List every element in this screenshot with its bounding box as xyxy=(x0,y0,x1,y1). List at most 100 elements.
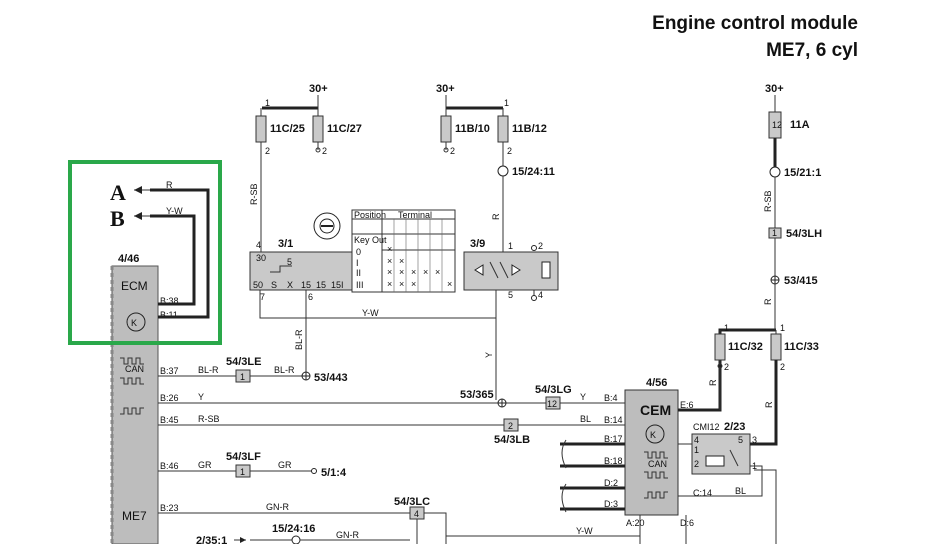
connector-54-3lf xyxy=(235,464,251,478)
svg-text:12: 12 xyxy=(772,120,782,130)
svg-text:×: × xyxy=(447,279,452,289)
svg-text:I: I xyxy=(356,258,359,268)
svg-text:1: 1 xyxy=(265,98,270,108)
svg-text:2: 2 xyxy=(265,146,270,156)
fuse-11c33 xyxy=(770,333,782,361)
svg-text:CAN: CAN xyxy=(125,364,144,374)
ecm-bottom-label: ME7 xyxy=(122,509,147,523)
ecm-pin-b38: B:38 xyxy=(160,296,179,306)
svg-text:Y: Y xyxy=(484,352,494,358)
ecm-module: 4/46 ECM ME7 K CAN B:38 B:11 B:37 B:26 B… xyxy=(110,253,179,544)
wire-label-yw: Y-W xyxy=(166,206,183,216)
svg-text:×: × xyxy=(387,267,392,277)
svg-text:2: 2 xyxy=(508,421,513,431)
ecm-id: 4/46 xyxy=(118,253,139,265)
title-line1: Engine control module xyxy=(652,13,858,34)
svg-text:1: 1 xyxy=(724,323,729,333)
svg-text:×: × xyxy=(399,279,404,289)
fuse-11b10 xyxy=(440,115,452,143)
svg-text:2/35:1: 2/35:1 xyxy=(196,535,227,544)
svg-text:R: R xyxy=(491,213,501,220)
svg-text:III: III xyxy=(356,280,364,290)
fuse-11c32 xyxy=(714,333,726,361)
svg-text:2/23: 2/23 xyxy=(724,421,745,433)
svg-text:R-SB: R-SB xyxy=(198,414,220,424)
svg-text:A:20: A:20 xyxy=(626,518,645,528)
svg-text:30: 30 xyxy=(256,253,266,263)
svg-text:7: 7 xyxy=(260,292,265,302)
connector-54-3lg xyxy=(545,396,561,410)
svg-text:×: × xyxy=(411,279,416,289)
fuse-11c25 xyxy=(255,115,267,143)
svg-text:BL-R: BL-R xyxy=(294,329,304,350)
svg-text:4: 4 xyxy=(256,240,261,250)
svg-text:R-SB: R-SB xyxy=(249,183,259,205)
svg-text:Y: Y xyxy=(580,392,586,402)
svg-text:5: 5 xyxy=(738,435,743,445)
svg-text:11C/33: 11C/33 xyxy=(784,341,819,353)
svg-text:11B/10: 11B/10 xyxy=(455,123,490,135)
svg-text:R-SB: R-SB xyxy=(763,190,773,212)
relay-3-9: 3/9 1 2 5 4 xyxy=(463,238,559,300)
svg-text:1: 1 xyxy=(780,323,785,333)
svg-text:3: 3 xyxy=(752,435,757,445)
svg-text:53/415: 53/415 xyxy=(784,275,818,287)
svg-text:54/3LH: 54/3LH xyxy=(786,228,822,240)
svg-text:R: R xyxy=(708,379,718,386)
highlight-box xyxy=(68,160,222,345)
svg-text:GR: GR xyxy=(278,460,292,470)
svg-text:54/3LF: 54/3LF xyxy=(226,451,261,463)
svg-text:GN-R: GN-R xyxy=(336,530,359,540)
svg-text:1: 1 xyxy=(504,98,509,108)
svg-text:2: 2 xyxy=(724,362,729,372)
svg-text:53/443: 53/443 xyxy=(314,372,348,384)
wire-yw-to-b xyxy=(150,214,196,306)
svg-text:5/1:4: 5/1:4 xyxy=(321,467,347,479)
ecm-pin-b11: B:11 xyxy=(160,310,178,320)
svg-text:15/24:11: 15/24:11 xyxy=(512,166,555,178)
svg-text:S: S xyxy=(271,280,277,290)
svg-text:Terminal: Terminal xyxy=(398,210,432,220)
svg-text:54/3LC: 54/3LC xyxy=(394,496,430,508)
svg-text:2: 2 xyxy=(322,146,327,156)
supply-right: 30+ xyxy=(765,83,784,95)
svg-text:Y-W: Y-W xyxy=(362,308,379,318)
connector-54-3le xyxy=(235,369,251,383)
svg-text:D:3: D:3 xyxy=(604,499,618,509)
svg-text:B:18: B:18 xyxy=(604,456,623,466)
svg-text:×: × xyxy=(387,244,392,254)
svg-text:15: 15 xyxy=(316,280,326,290)
svg-text:1: 1 xyxy=(508,241,513,251)
svg-text:2: 2 xyxy=(780,362,785,372)
svg-text:Y-W: Y-W xyxy=(576,526,593,536)
svg-text:II: II xyxy=(356,268,361,278)
supply-left: 30+ xyxy=(309,83,328,95)
fuse-11b12 xyxy=(497,115,509,143)
svg-text:×: × xyxy=(399,267,404,277)
callout-b: B xyxy=(110,206,150,231)
svg-text:0: 0 xyxy=(356,247,361,257)
ecm-name: ECM xyxy=(121,279,148,293)
svg-text:2: 2 xyxy=(694,459,699,469)
svg-text:×: × xyxy=(435,267,440,277)
svg-text:4: 4 xyxy=(414,509,419,519)
svg-text:11A: 11A xyxy=(790,119,810,131)
svg-text:R: R xyxy=(764,401,774,408)
ecm-k-symbol xyxy=(126,312,146,332)
svg-text:2: 2 xyxy=(450,146,455,156)
svg-text:15I: 15I xyxy=(331,280,344,290)
svg-text:50: 50 xyxy=(253,280,263,290)
svg-text:GR: GR xyxy=(198,460,212,470)
svg-text:15: 15 xyxy=(301,280,311,290)
svg-text:CAN: CAN xyxy=(648,459,667,469)
svg-text:Position: Position xyxy=(354,210,386,220)
svg-text:Key Out: Key Out xyxy=(354,235,387,245)
svg-text:5: 5 xyxy=(287,257,292,267)
svg-text:×: × xyxy=(387,279,392,289)
ignition-switch: 3/1 4 30 5 50 S X 15 15 15I 7 6 xyxy=(249,238,353,302)
svg-text:CMI12: CMI12 xyxy=(693,422,720,432)
svg-text:11C/25: 11C/25 xyxy=(270,123,305,135)
callout-a: A xyxy=(110,180,150,205)
svg-text:X: X xyxy=(287,280,293,290)
